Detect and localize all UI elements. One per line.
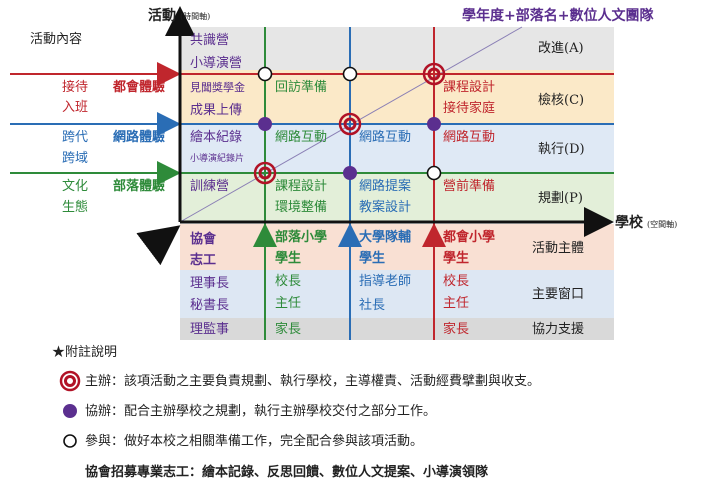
cell-text: 環境整備	[275, 200, 328, 215]
legend-item-participant: 參與：做好本校之相關準備工作，完全配合參與該項活動。	[85, 434, 424, 449]
row-left-label: 文化	[62, 179, 89, 194]
cell-text: 網路互動	[443, 130, 496, 145]
legend-title: ★附註說明	[52, 345, 118, 360]
column-role: 主任	[443, 296, 470, 311]
column-role: 主任	[275, 296, 302, 311]
column-role: 社長	[359, 298, 386, 313]
cell-text: 小導演營	[190, 56, 243, 71]
host-marker	[253, 161, 277, 185]
participant-marker	[342, 66, 358, 82]
cell-text: 網路互動	[359, 130, 412, 145]
left-header: 活動內容	[30, 32, 83, 47]
column-role: 指導老師	[359, 274, 412, 289]
cell-text: 網路提案	[359, 179, 412, 194]
host-marker	[338, 112, 362, 136]
phase-label-plan: 規劃(P)	[538, 191, 583, 206]
legend-host-icon	[59, 370, 81, 392]
purple-origin-arrow	[136, 225, 181, 266]
cell-text: 繪本紀錄	[190, 130, 243, 145]
row-band-improve	[180, 27, 614, 70]
cell-text: 課程設計	[443, 80, 496, 95]
cell-text: 共識營	[190, 33, 230, 48]
legend-item-host: 主辦：該項活動之主要負責規劃、執行學校，主導權責、活動經費擘劃與收支。	[85, 374, 541, 389]
column-head: 協會	[190, 232, 217, 247]
cell-text: 接待家庭	[443, 101, 496, 116]
row-band-check	[180, 70, 614, 123]
row-left-label: 跨域	[62, 151, 89, 166]
y-axis-title: 活動	[148, 8, 176, 24]
row-band-do	[180, 123, 614, 173]
cell-text: 訓練營	[190, 179, 230, 194]
row-left-label: 接待	[62, 80, 89, 95]
participant-marker	[257, 66, 273, 82]
x-axis-subtitle: (空間軸)	[647, 220, 678, 229]
cohost-marker	[258, 117, 272, 131]
top-right-title: 學年度+部落名+數位人文團隊	[462, 8, 654, 24]
bottom-band-subject	[180, 224, 614, 270]
legend-participant-icon	[63, 434, 77, 448]
column-role: 理事長	[190, 276, 230, 291]
column-role: 校長	[275, 274, 302, 289]
legend-footer: 協會招募專業志工：繪本記錄、反思回饋、數位人文提案、小導演領隊	[85, 465, 489, 480]
cohost-marker	[343, 166, 357, 180]
cohost-marker	[427, 117, 441, 131]
bottom-row-label: 主要窗口	[532, 287, 585, 302]
column-head: 部落小學	[275, 230, 328, 245]
x-axis-title: 學校	[615, 215, 643, 231]
y-axis-subtitle: (時間軸)	[180, 12, 211, 21]
cell-text: 教案設計	[359, 200, 412, 215]
column-head: 志工	[190, 253, 217, 268]
legend-item-cohost: 協辦：配合主辦學校之規劃，執行主辦學校交付之部分工作。	[85, 404, 437, 419]
column-head: 學生	[443, 251, 470, 266]
participant-marker	[426, 165, 442, 181]
bottom-row-label: 協力支援	[532, 322, 585, 337]
cell-text: 見聞獎學金	[190, 81, 245, 94]
column-head: 學生	[275, 251, 302, 266]
cell-text: 課程設計	[275, 179, 328, 194]
host-marker	[422, 62, 446, 86]
column-head: 大學隊輔	[359, 230, 412, 245]
row-left-label: 生態	[62, 200, 89, 215]
legend-cohost-icon	[63, 404, 77, 418]
bottom-band-support	[180, 318, 614, 340]
column-role: 秘書長	[190, 298, 230, 313]
cell-text: 小導演紀錄片	[190, 154, 245, 164]
cell-text: 回訪準備	[275, 80, 328, 95]
column-role: 家長	[275, 322, 302, 337]
phase-label-do: 執行(D)	[538, 142, 585, 157]
column-role: 家長	[443, 322, 470, 337]
row-tag: 部落體驗	[113, 179, 166, 194]
phase-label-improve: 改進(A)	[538, 41, 584, 56]
row-tag: 都會體驗	[113, 80, 166, 95]
bottom-row-label: 活動主體	[532, 241, 585, 256]
column-head: 都會小學	[443, 230, 496, 245]
cell-text: 網路互動	[275, 130, 328, 145]
phase-label-check: 檢核(C)	[538, 93, 585, 108]
column-role: 校長	[443, 274, 470, 289]
cell-text: 成果上傳	[190, 103, 243, 118]
cell-text: 營前準備	[443, 179, 496, 194]
bottom-band-window	[180, 270, 614, 318]
column-role: 理監事	[190, 322, 230, 337]
column-head: 學生	[359, 251, 386, 266]
row-left-label: 跨代	[62, 130, 89, 145]
row-left-label: 入班	[62, 100, 89, 115]
row-tag: 網路體驗	[113, 130, 166, 145]
